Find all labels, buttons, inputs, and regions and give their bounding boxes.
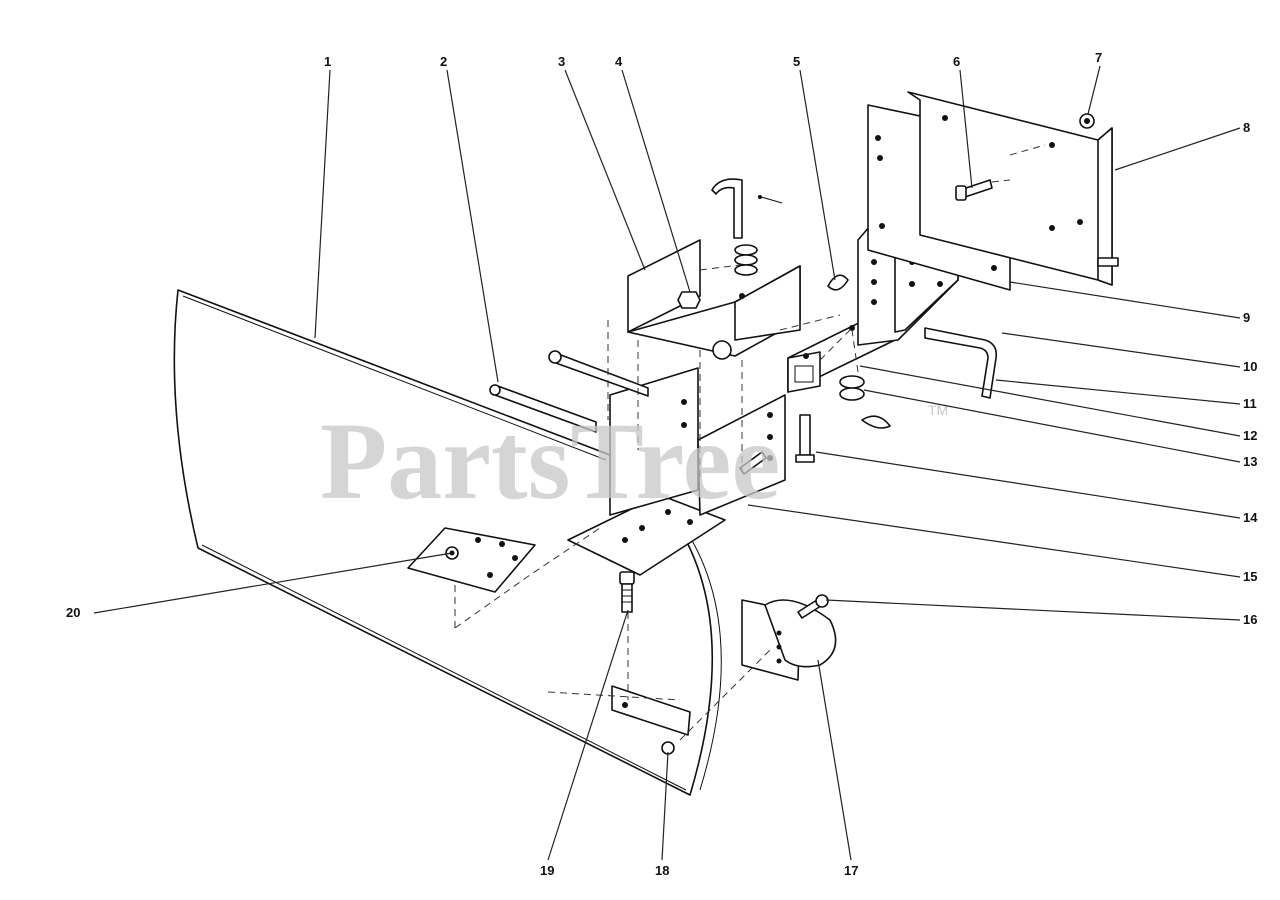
- pivot-pin-2[interactable]: [489, 384, 597, 433]
- callouts: 1 2 3 4 5 6 7 8 9 10 11 12 13 14 15 16 1…: [66, 50, 1258, 878]
- bracket-clip[interactable]: [739, 451, 767, 475]
- bolt-14[interactable]: [795, 414, 815, 463]
- assembly-lines: [454, 144, 1046, 741]
- callout-10[interactable]: 10: [1243, 359, 1257, 374]
- watermark: PartsTree TM: [320, 400, 948, 522]
- hair-pin-13[interactable]: [861, 415, 891, 429]
- washers-12[interactable]: [839, 375, 865, 401]
- leader-lines: [93, 65, 1241, 861]
- bracket-8[interactable]: [907, 91, 1119, 286]
- watermark-trademark: TM: [928, 402, 948, 418]
- callout-4[interactable]: 4: [615, 54, 623, 69]
- blade-left-plate[interactable]: [407, 527, 536, 593]
- l-pin-top[interactable]: [711, 178, 783, 239]
- callout-13[interactable]: 13: [1243, 454, 1257, 469]
- skid-shoe[interactable]: [741, 599, 837, 681]
- callout-12[interactable]: 12: [1243, 428, 1257, 443]
- l-pin-11[interactable]: [924, 327, 998, 399]
- callout-20[interactable]: 20: [66, 605, 80, 620]
- clip-5[interactable]: [827, 274, 849, 291]
- bolt-19[interactable]: [619, 571, 635, 613]
- callout-8[interactable]: 8: [1243, 120, 1250, 135]
- callout-6[interactable]: 6: [953, 54, 960, 69]
- callout-3[interactable]: 3: [558, 54, 565, 69]
- blade-lower-plate[interactable]: [611, 685, 691, 755]
- callout-1[interactable]: 1: [324, 54, 331, 69]
- callout-7[interactable]: 7: [1095, 50, 1102, 65]
- long-pin[interactable]: [548, 350, 649, 397]
- callout-5[interactable]: 5: [793, 54, 800, 69]
- callout-2[interactable]: 2: [440, 54, 447, 69]
- callout-15[interactable]: 15: [1243, 569, 1257, 584]
- callout-9[interactable]: 9: [1243, 310, 1250, 325]
- callout-17[interactable]: 17: [844, 863, 858, 878]
- nut-4[interactable]: [677, 291, 701, 309]
- washers-top[interactable]: [734, 244, 758, 276]
- callout-19[interactable]: 19: [540, 863, 554, 878]
- callout-11[interactable]: 11: [1243, 396, 1257, 411]
- nut-7[interactable]: [1079, 113, 1095, 129]
- callout-18[interactable]: 18: [655, 863, 669, 878]
- bolt-16[interactable]: [797, 594, 829, 619]
- callout-14[interactable]: 14: [1243, 510, 1258, 525]
- blade-mount-bracket[interactable]: [609, 367, 786, 516]
- pivot-bracket[interactable]: [627, 239, 801, 360]
- bolt-6[interactable]: [955, 179, 993, 201]
- watermark-text: PartsTree: [320, 400, 780, 522]
- callout-16[interactable]: 16: [1243, 612, 1257, 627]
